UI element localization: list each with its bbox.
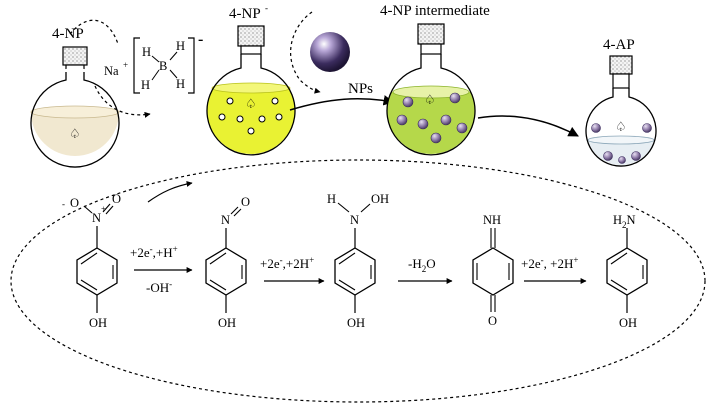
- dashed-arrow: [94, 85, 151, 118]
- left-bracket: [133, 37, 140, 94]
- svg-text:OH: OH: [619, 316, 637, 330]
- dashed-arrow: [290, 11, 321, 94]
- spade-icon: ♤: [424, 92, 436, 107]
- process-arrow: [289, 95, 395, 111]
- svg-text:H: H: [141, 78, 150, 92]
- svg-text:-OH-: -OH-: [146, 279, 172, 295]
- svg-text:OH: OH: [371, 192, 389, 206]
- mechanism-boundary: [10, 159, 706, 403]
- structure-quinone-imine: NH O: [472, 213, 514, 328]
- svg-text:O: O: [488, 314, 497, 328]
- nps-label: NPs: [348, 81, 373, 97]
- structure-4-aminophenol: H2N OH: [606, 213, 648, 330]
- flask-neck: [420, 43, 442, 55]
- flask-intermediate-label: 4-NP intermediate: [380, 3, 490, 19]
- svg-text:N: N: [350, 213, 359, 227]
- spade-icon: ♤: [69, 126, 81, 141]
- structure-4-nitrosophenol: N O OH: [205, 195, 250, 330]
- svg-text:H: H: [327, 192, 336, 206]
- flask-4np-intermediate: 4-NP intermediate ♤: [380, 3, 490, 156]
- svg-text:OH: OH: [89, 316, 107, 330]
- sodium-borohydride: Na + B H H H H -: [104, 31, 203, 94]
- flask-4np-ion-label: 4-NP: [229, 6, 261, 22]
- svg-text:-: -: [198, 31, 203, 48]
- svg-text:-H2O: -H2O: [408, 256, 436, 274]
- svg-text:OH: OH: [347, 316, 365, 330]
- svg-text:H: H: [176, 39, 185, 53]
- dashed-path: [69, 19, 119, 45]
- svg-text:+2e-,+2H+: +2e-,+2H+: [260, 255, 314, 271]
- svg-text:O: O: [241, 195, 250, 209]
- spade-icon: ♤: [615, 119, 627, 134]
- flask-neck: [240, 45, 262, 55]
- svg-text:H: H: [142, 45, 151, 59]
- svg-text:+: +: [123, 60, 128, 70]
- right-bracket: [188, 37, 195, 94]
- svg-text:+2e-, +2H+: +2e-, +2H+: [521, 255, 578, 271]
- svg-text:+2e-,+H+: +2e-,+H+: [130, 244, 178, 260]
- flask-4ap-label: 4-AP: [603, 37, 635, 53]
- cycle-arrow: [147, 180, 193, 203]
- svg-text:O: O: [70, 196, 79, 210]
- svg-text:-: -: [62, 199, 65, 209]
- svg-text:+: +: [101, 204, 106, 214]
- boron-atom: B: [159, 59, 167, 73]
- structure-4-nitrophenol: N + O - O OH: [62, 192, 121, 330]
- nanoparticle-sphere: [310, 32, 350, 72]
- stopper: [237, 25, 265, 47]
- flask-4np: 4-NP ♤: [30, 26, 120, 168]
- svg-text:-: -: [265, 3, 268, 13]
- svg-text:H2N: H2N: [613, 213, 636, 230]
- svg-text:N: N: [221, 213, 230, 227]
- svg-text:OH: OH: [218, 316, 236, 330]
- svg-text:O: O: [112, 192, 121, 206]
- stopper: [62, 46, 88, 66]
- svg-text:N: N: [92, 211, 101, 225]
- flask-4np-ion: 4-NP - ♤: [206, 3, 296, 156]
- stopper: [609, 55, 633, 75]
- structure-4-hydroxylaminophenol: N H OH OH: [327, 192, 389, 330]
- process-arrow: [477, 115, 579, 137]
- flask-neck: [612, 73, 630, 89]
- flask-4np-label: 4-NP: [52, 26, 84, 42]
- stopper: [417, 23, 445, 45]
- svg-text:NH: NH: [483, 213, 501, 227]
- flask-4ap: 4-AP ♤: [585, 37, 657, 167]
- spade-icon: ♤: [245, 96, 257, 111]
- na-label: Na: [104, 64, 119, 78]
- svg-text:H: H: [176, 77, 185, 91]
